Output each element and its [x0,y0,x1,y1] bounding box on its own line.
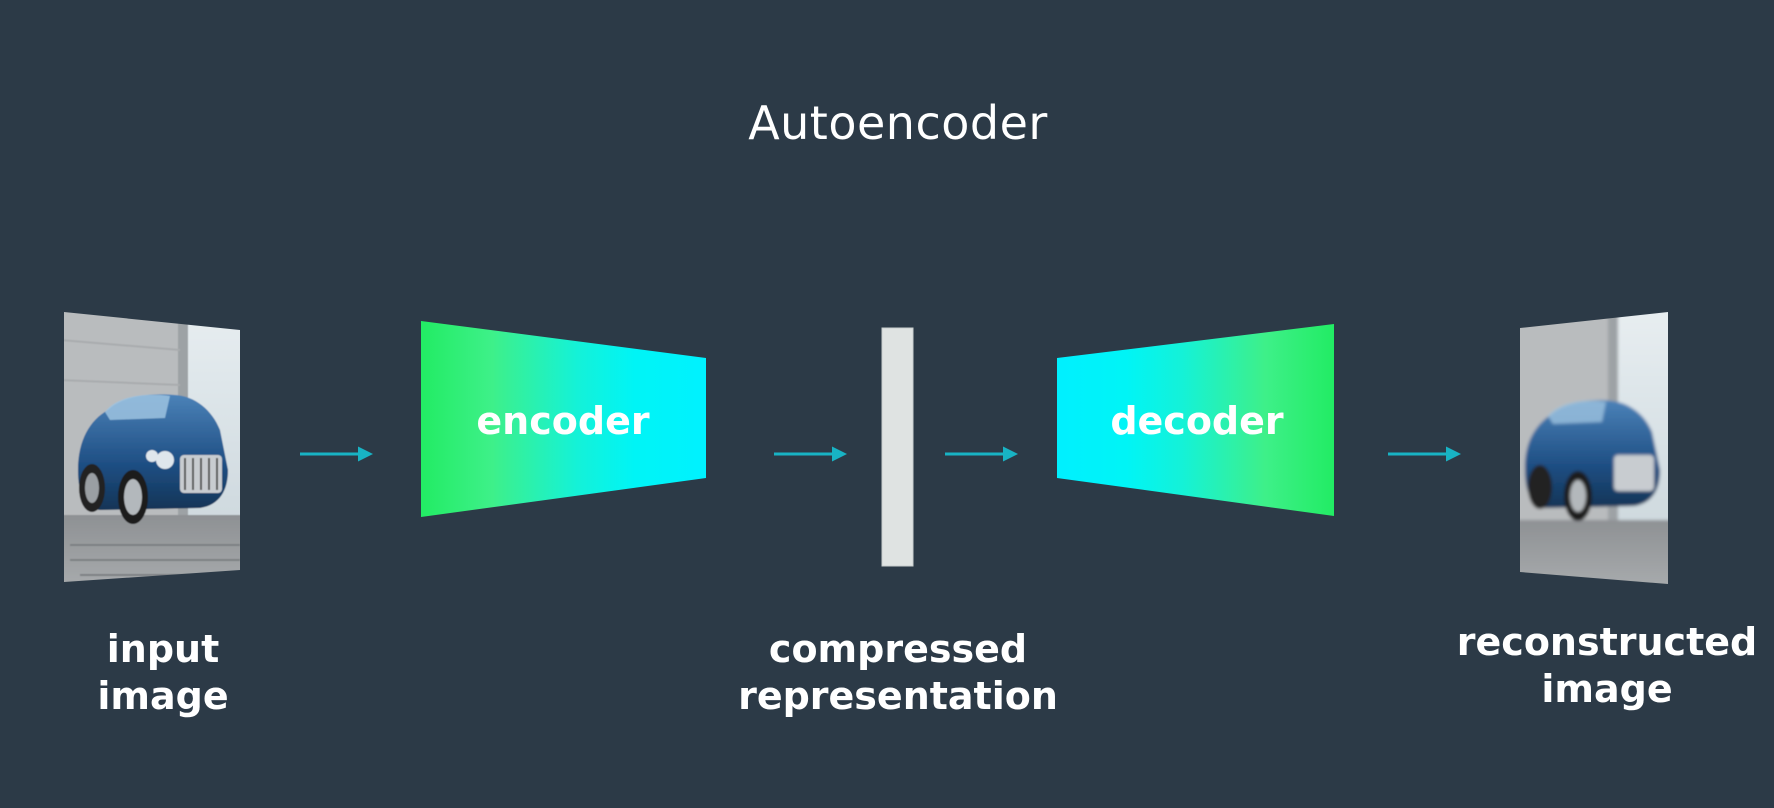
encoder-block [421,321,706,517]
decoder-block [1057,324,1334,516]
reconstructed-image-label: reconstructed image [1456,620,1758,711]
input-image-label: input image [97,627,229,718]
input-image [64,312,240,582]
reconstructed-image [1520,312,1668,584]
compressed-representation-bar [881,327,914,567]
compressed-representation-label: compressed representation [738,627,1058,718]
decoder-label: decoder [1110,399,1284,443]
diagram-title: Autoencoder [748,96,1048,150]
encoder-label: encoder [476,399,649,443]
